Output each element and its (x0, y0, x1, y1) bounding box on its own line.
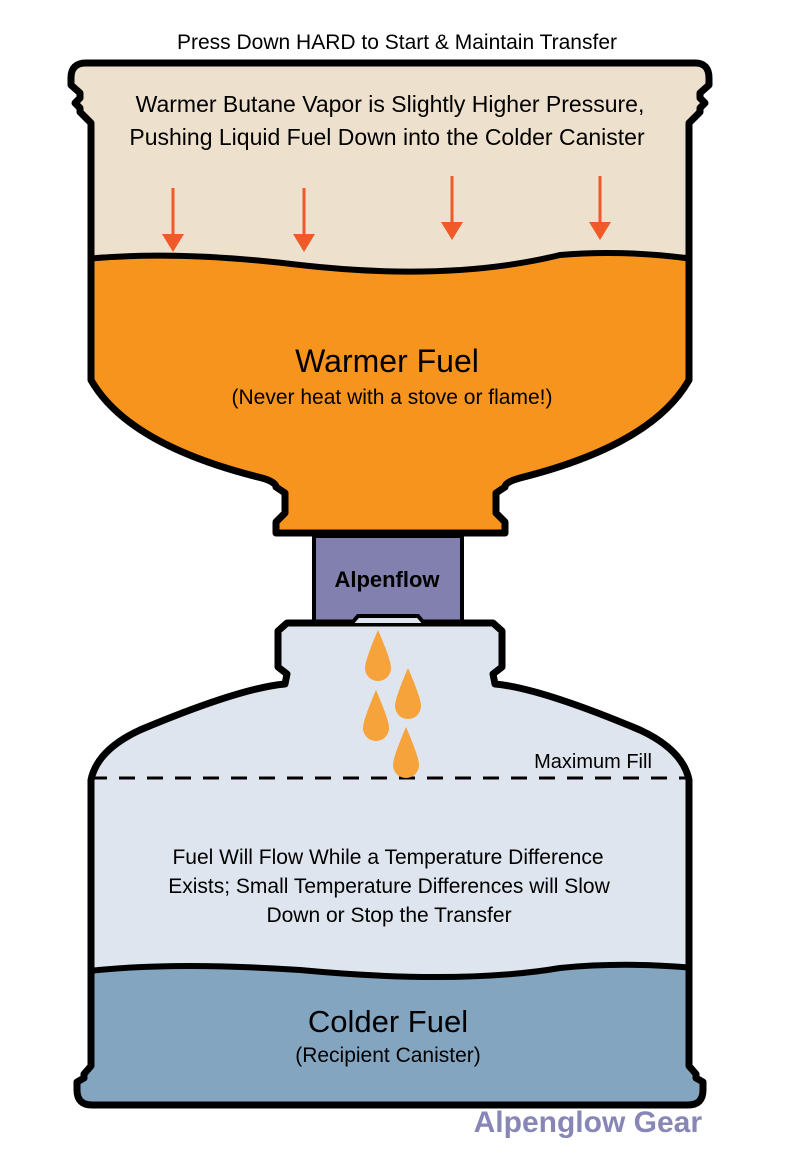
droplet-icon (363, 690, 389, 741)
droplet-icon (365, 630, 391, 681)
max-fill-label: Maximum Fill (534, 751, 652, 773)
bottom-canister: Maximum Fill Fuel Will Flow While a Temp… (73, 614, 707, 1109)
cold-fuel-title: Colder Fuel (308, 1004, 468, 1039)
pressure-arrow-icon (589, 176, 611, 240)
flow-text-line-1: Fuel Will Flow While a Temperature Diffe… (172, 846, 603, 869)
vapor-text-line-1: Warmer Butane Vapor is Slightly Higher P… (136, 91, 645, 117)
warm-fuel-title: Warmer Fuel (295, 343, 479, 379)
pressure-arrows (162, 176, 611, 252)
adapter-label: Alpenflow (334, 567, 440, 592)
brand-logo-text: Alpenglow Gear (474, 1106, 703, 1139)
top-canister-outline (67, 59, 713, 537)
cold-fuel-surface (77, 961, 703, 981)
warm-fuel-surface (71, 249, 709, 275)
droplet-icon (393, 727, 419, 778)
droplet-icon (395, 668, 421, 719)
top-canister: Warmer Butane Vapor is Slightly Higher P… (67, 59, 713, 537)
flow-text-line-3: Down or Stop the Transfer (266, 904, 511, 927)
flow-text-line-2: Exists; Small Temperature Differences wi… (168, 875, 610, 898)
bottom-canister-outline (73, 619, 707, 1109)
pressure-arrow-icon (293, 188, 315, 252)
warm-fuel-warning: (Never heat with a stove or flame!) (232, 386, 553, 409)
cold-fuel-subtitle: (Recipient Canister) (295, 1044, 481, 1067)
valve-notch (350, 614, 426, 625)
vapor-text-line-2: Pushing Liquid Fuel Down into the Colder… (129, 124, 645, 150)
pressure-arrow-icon (441, 176, 463, 240)
cold-fuel-region (77, 964, 703, 1105)
adapter-body (312, 534, 464, 624)
header-instruction: Press Down HARD to Start & Maintain Tran… (177, 31, 617, 54)
alpenflow-adapter: Alpenflow (312, 534, 464, 624)
fuel-droplets (363, 630, 421, 778)
pressure-arrow-icon (162, 188, 184, 252)
